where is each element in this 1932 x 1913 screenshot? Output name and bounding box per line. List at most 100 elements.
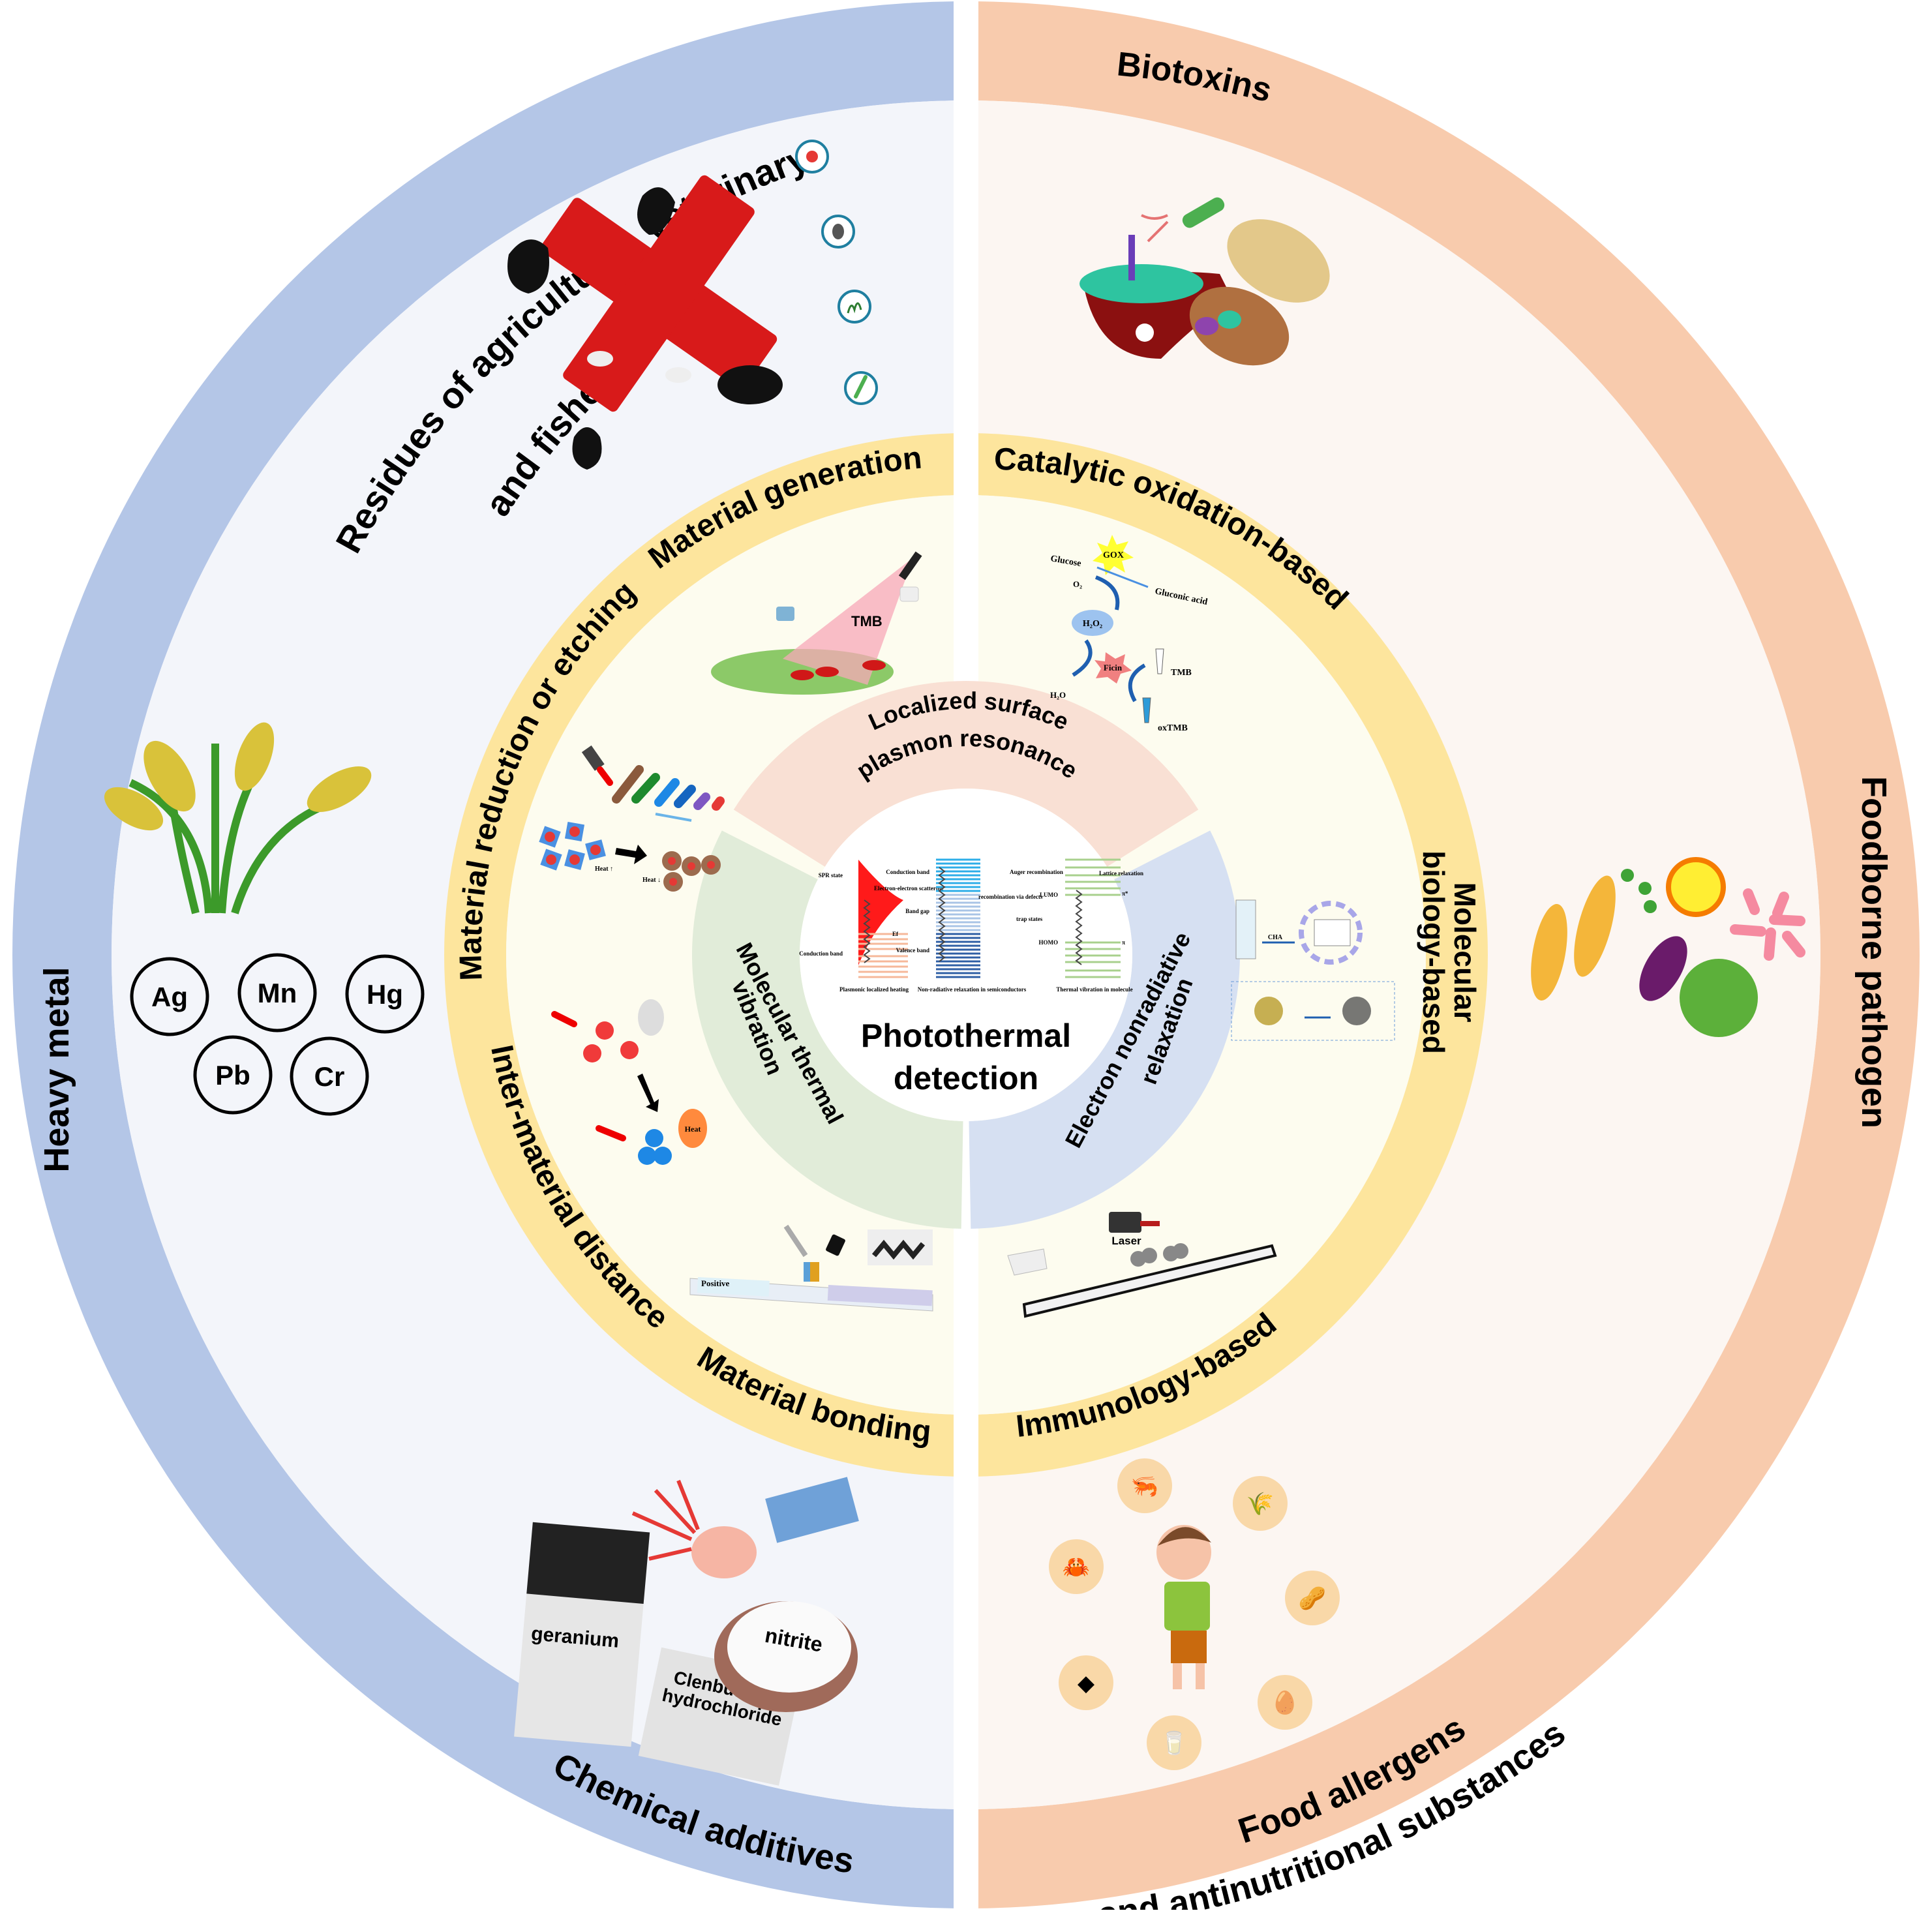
tree-nut-icon (1059, 1655, 1113, 1710)
peanut-icon (1227, 219, 1330, 303)
semiconductor-relaxation-diagram: Conduction band Band gap Valence band Au… (886, 858, 1063, 993)
label-foodborne-pathogen: Foodborne pathogen (1854, 776, 1894, 1128)
red-cross (540, 175, 777, 412)
milk-icon-glyph: 🥛 (1160, 1730, 1188, 1756)
dog-icon (572, 427, 602, 470)
pig-icon (717, 365, 783, 404)
illustration-foodborne-pathogen (1531, 857, 1805, 1037)
metal-circle (237, 953, 317, 1032)
illustration-material-generation: TMB (711, 551, 922, 695)
strategy-ring-right (978, 433, 1488, 1477)
tree-nut-icon-glyph: ◆ (1078, 1671, 1095, 1696)
metal-circle (290, 1036, 369, 1116)
cycle-diagram (1299, 901, 1363, 965)
illustration-chemical-additives: geranium Clenbuterol hydrochloride nitri… (514, 1477, 859, 1786)
virus-icon (1666, 857, 1726, 917)
label-lattice-relaxation: Lattice relaxation (1099, 870, 1143, 877)
label-tmb: TMB (851, 613, 883, 629)
crab-icon-glyph: 🦀 (1063, 1555, 1090, 1580)
metal-symbol-cr: Cr (314, 1061, 345, 1092)
egg-icon (1258, 1675, 1312, 1730)
gox-burst (1093, 535, 1134, 575)
illustration-food-allergens: 🦐🌾🦀🥜◆🥚🥛 (1049, 1458, 1340, 1770)
label-conduction-band: Conduction band (799, 950, 843, 957)
label-heat-down: Heat ↓ (642, 877, 661, 884)
label-valence-band: Valence band (896, 947, 929, 954)
arrow-icon (615, 845, 647, 864)
bacillus-icon (1639, 936, 1687, 1001)
illustration-reduction-etching: Heat ↑ Heat ↓ (539, 745, 725, 892)
label-oxtmb: oxTMB (1158, 723, 1188, 733)
residue-icon-list (795, 140, 878, 405)
label-o2: O₂ (1073, 579, 1082, 589)
arrow-icon (637, 1074, 659, 1112)
illustration-biotoxins (1079, 197, 1330, 366)
impact-lines (631, 1479, 700, 1561)
label-pi-star: π* (1122, 890, 1128, 897)
laser-pointer-icon (581, 745, 605, 771)
metal-symbol-ag: Ag (151, 982, 188, 1012)
metal-symbol-hg: Hg (367, 979, 403, 1010)
mechanism-segment-electron-relaxation (969, 830, 1240, 1229)
cube (776, 607, 794, 621)
center-title-line2: detection (894, 1060, 1038, 1096)
mechanism-segment-lspr (733, 681, 1199, 867)
fire-icon (678, 1109, 707, 1148)
tube-icon (1235, 899, 1256, 959)
molecule-vibration-diagram: LUMO HOMO Lattice relaxation π* π Therma… (1039, 858, 1143, 993)
label-laser: Laser (1111, 1235, 1141, 1247)
etched-particles (662, 851, 721, 892)
cold-flame-icon (638, 999, 664, 1036)
sample-dropper (1007, 1248, 1048, 1276)
center-title-line1: Photothermal (861, 1017, 1071, 1054)
label-spr-state: SPR state (819, 872, 843, 879)
label-tmb: TMB (1171, 668, 1192, 678)
label-heat-up: Heat ↑ (595, 866, 613, 873)
bacteria-icon (1182, 197, 1225, 228)
skull-icon (1136, 324, 1154, 342)
h2o2-cloud (1072, 610, 1113, 636)
metal-symbol-mn: Mn (258, 978, 297, 1008)
laser-device-icon (1109, 1212, 1141, 1233)
nanorods (612, 765, 725, 811)
label-band-gap: Band gap (905, 908, 929, 914)
label-pi: π (1122, 939, 1125, 946)
tube-icon (1142, 697, 1151, 723)
milk-icon (1147, 1715, 1201, 1770)
mechanism-ring (691, 681, 1240, 1229)
cow-icon (507, 239, 549, 294)
label-recombination-defects: recombination via defects (978, 894, 1043, 900)
test-strip (1022, 1244, 1277, 1318)
rice-plant-icon (104, 722, 372, 914)
vibration-wave (863, 899, 871, 963)
chain-bacteria-icon (1574, 875, 1616, 977)
peanut-icon (1285, 1571, 1340, 1625)
label-homo: HOMO (1039, 939, 1059, 946)
plasmonic-heating-diagram: SPR state Conduction band Electron-elect… (799, 860, 944, 993)
wheat-icon (1233, 1476, 1288, 1531)
illustration-immunology: Laser (1007, 1212, 1277, 1318)
laser-beam (783, 558, 913, 685)
label-auger: Auger recombination (1010, 869, 1063, 875)
chain-bacteria-icon (1531, 904, 1567, 1001)
thermometer-icon (826, 1234, 845, 1256)
label-cha: CHA (1268, 934, 1283, 941)
label-heat: Heat (685, 1124, 701, 1134)
metal-circle (130, 957, 209, 1036)
shrimp-icon (1117, 1458, 1172, 1513)
mechanism-segment-molecular-vibration (691, 830, 963, 1229)
metal-symbol-pb: Pb (215, 1060, 250, 1091)
illustration-residues (507, 140, 878, 470)
metal-circle (345, 954, 425, 1034)
peanut-icon-glyph: 🥜 (1299, 1584, 1326, 1611)
nanocubes (539, 821, 606, 871)
caption-semiconductor: Non-radiative relaxation in semiconducto… (918, 986, 1027, 993)
crab-icon (1049, 1539, 1104, 1594)
caption-plasmonic: Plasmonic localized heating (839, 986, 909, 993)
illustration-catalytic-oxidation: Glucose GOX Gluconic acid O₂ H₂O₂ Ficin … (1049, 535, 1209, 733)
cube (899, 586, 919, 602)
outer-ring-right (978, 1, 1920, 1908)
label-ficin: Ficin (1104, 663, 1123, 672)
